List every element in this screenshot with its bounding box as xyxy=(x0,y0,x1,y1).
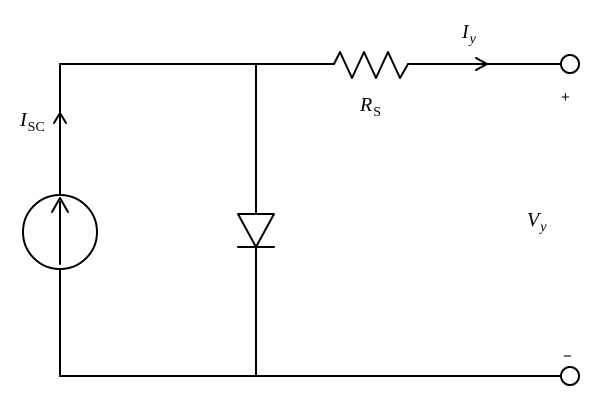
diode-triangle xyxy=(237,213,275,248)
current-source-label-main: I xyxy=(20,109,27,131)
resistor-label-main: R xyxy=(360,94,373,116)
source-current-arrow xyxy=(53,112,67,124)
output-current-label-main: I xyxy=(462,21,469,43)
output-voltage-label-sub: y xyxy=(540,220,547,235)
resistor-rs xyxy=(333,51,409,79)
positive-terminal[interactable] xyxy=(560,54,580,74)
current-source-symbol xyxy=(22,194,98,270)
negative-terminal[interactable] xyxy=(560,366,580,386)
resistor-label: RS xyxy=(360,94,381,120)
output-voltage-label: Vy xyxy=(527,209,546,235)
negative-sign: − xyxy=(563,348,572,365)
current-source-label: ISC xyxy=(20,109,45,135)
output-current-label: Iy xyxy=(462,21,476,47)
output-current-arrow xyxy=(475,57,488,71)
current-source-arrow-head xyxy=(51,197,69,213)
output-current-label-sub: y xyxy=(469,32,476,47)
output-voltage-label-main: V xyxy=(527,209,540,231)
resistor-label-sub: S xyxy=(373,105,382,120)
positive-sign: + xyxy=(561,89,570,106)
current-source-label-sub: SC xyxy=(27,120,45,135)
